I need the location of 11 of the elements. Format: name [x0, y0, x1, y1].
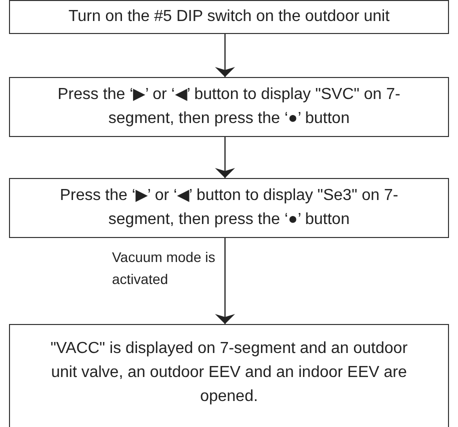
process-box [9, 178, 449, 238]
process-box [9, 77, 449, 137]
arrow [215, 238, 235, 324]
step-text: Press the ‘▶’ or ‘◀’ button to display "Se3" on 7-segment, then press the ‘●’ button [58, 186, 400, 230]
arrow [215, 34, 235, 77]
arrow [215, 137, 235, 178]
process-box [9, 0, 449, 34]
process-box [9, 324, 449, 427]
step-text: Turn on the #5 DIP switch on the outdoor unit [68, 7, 390, 27]
step-text: Press the ‘▶’ or ‘◀’ button to display "SVC" on 7-segment, then press the ‘●’ button [56, 85, 402, 129]
step-text: "VACC" is displayed on 7-segment and an outdoor unit valve, an outdoor EEV and an indoor EEV are opened. [50, 339, 408, 407]
